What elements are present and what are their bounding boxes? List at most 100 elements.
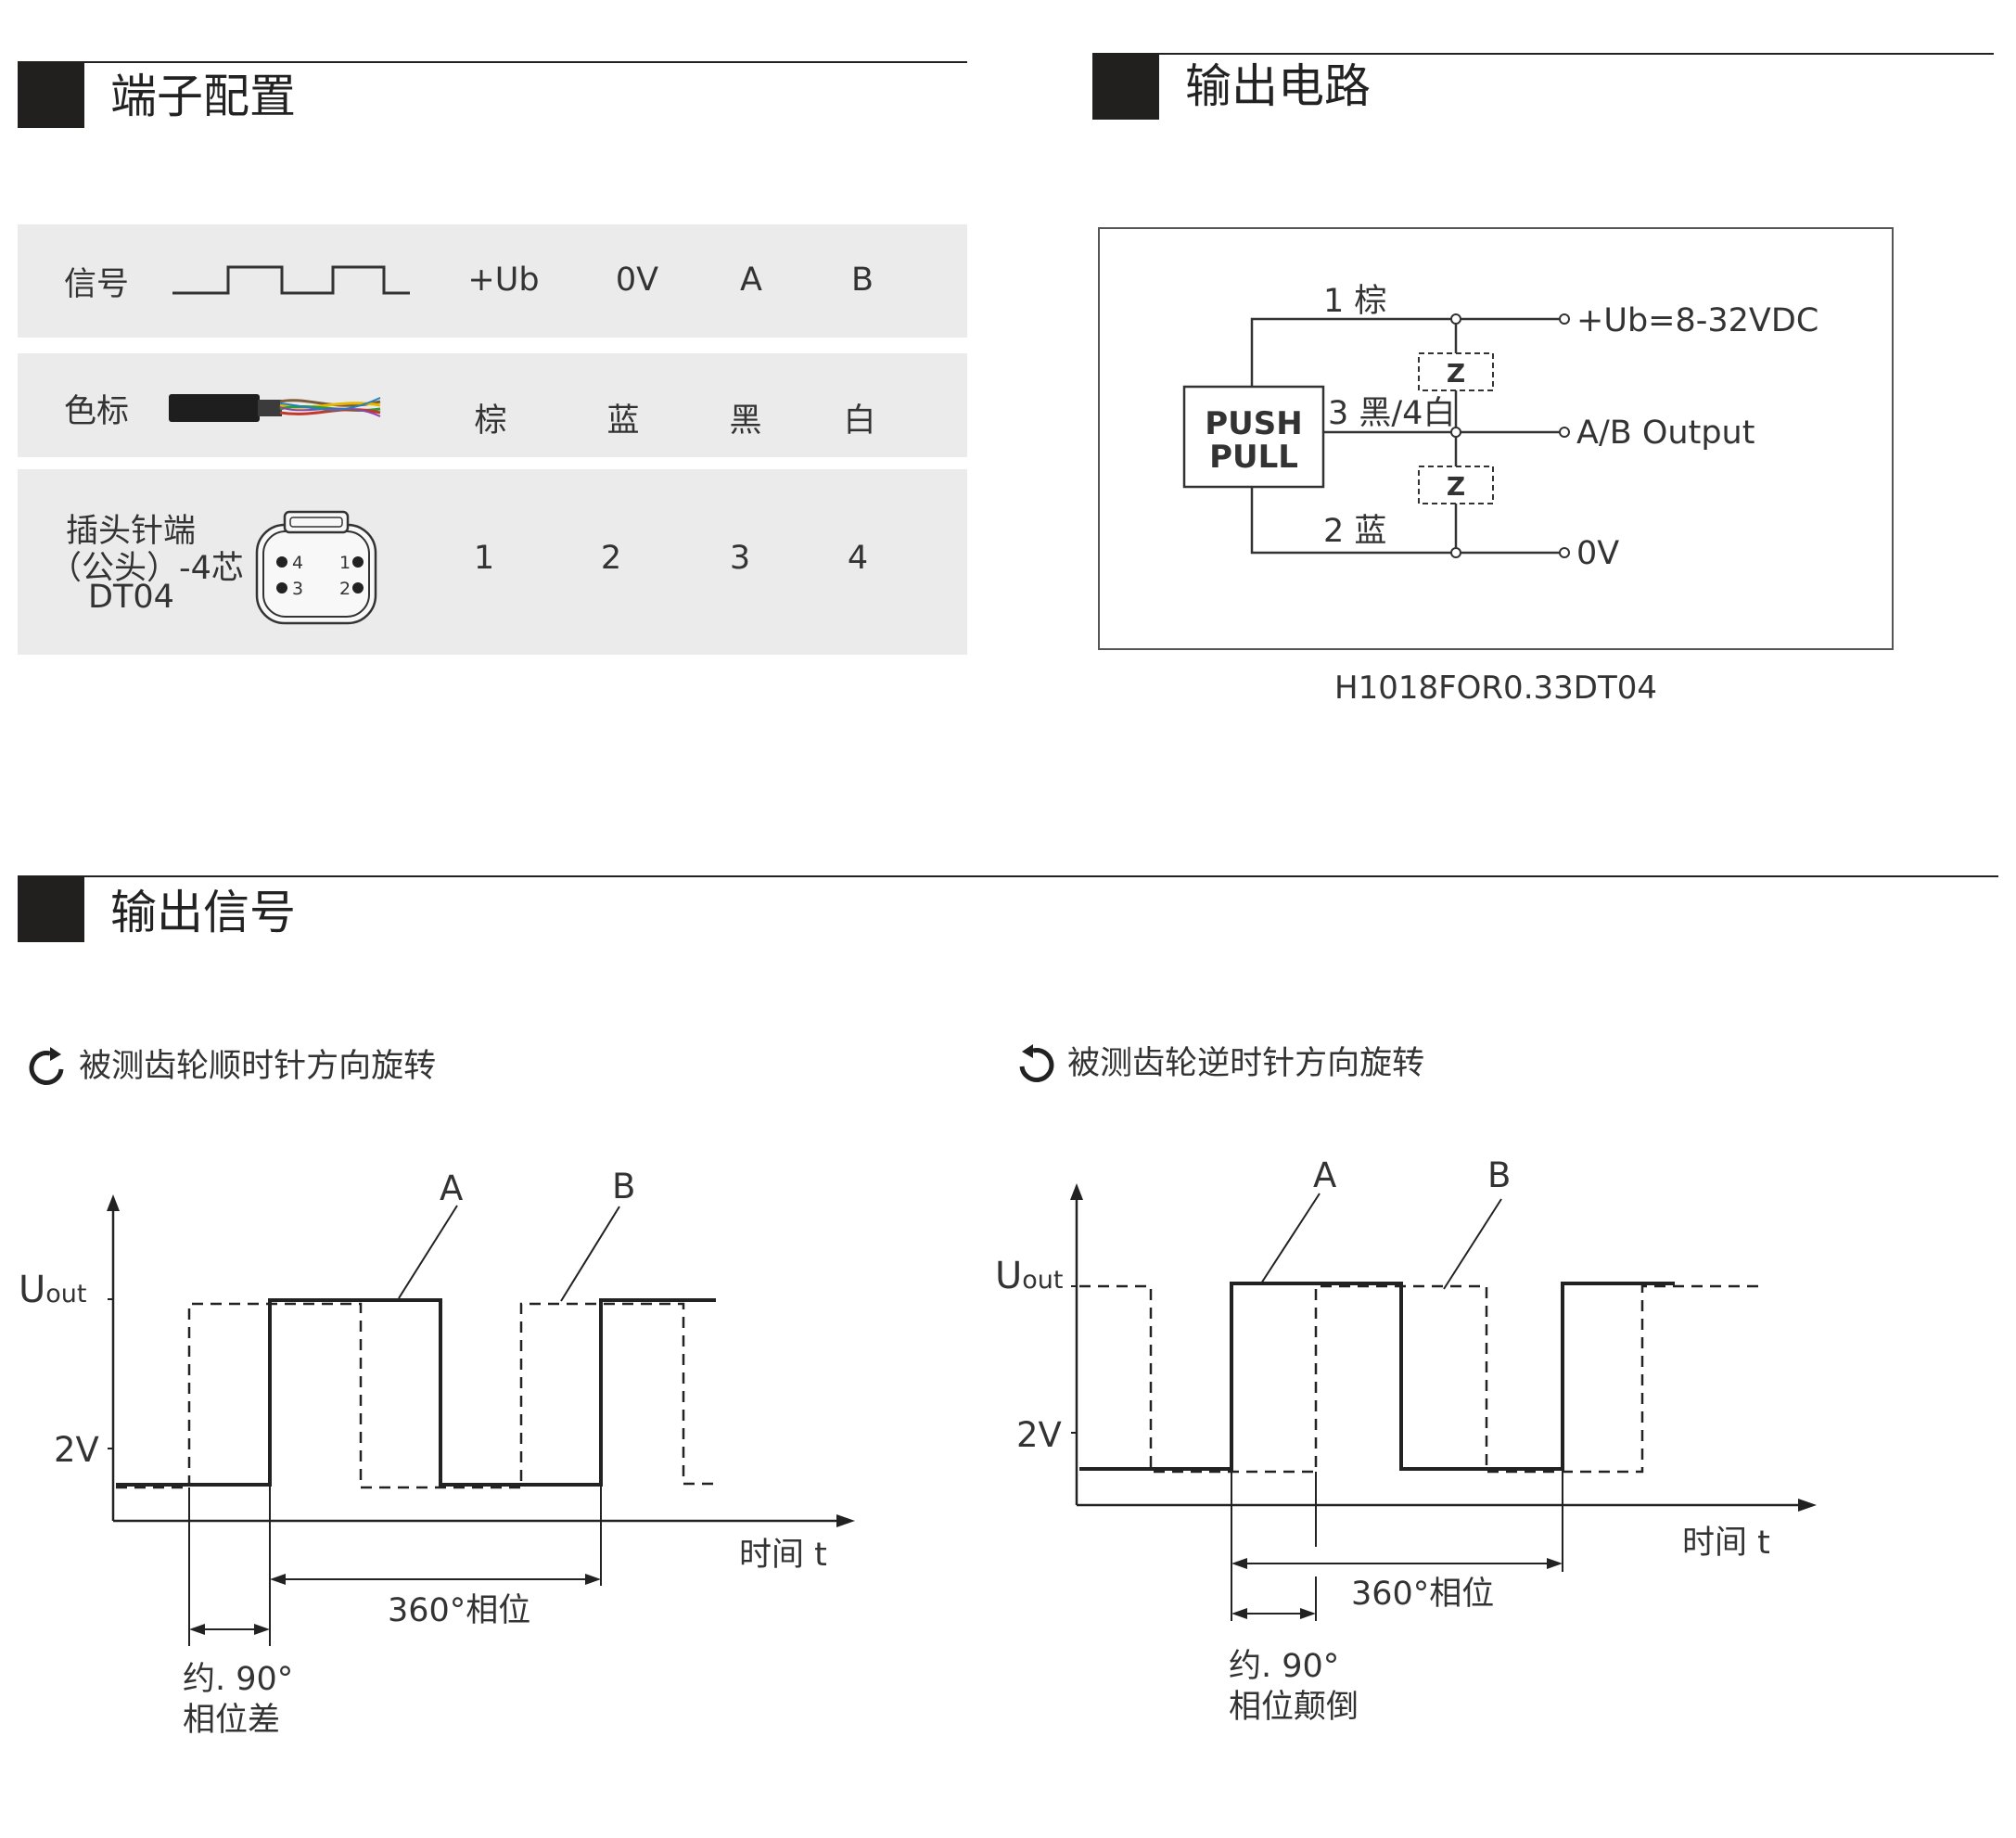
- leader-a: [1260, 1193, 1321, 1284]
- phase-360-label: 360°相位: [388, 1592, 530, 1629]
- terminal-dot-0v: [1559, 547, 1570, 558]
- series-label-b: B: [1487, 1155, 1511, 1195]
- junction-dot: [1450, 547, 1461, 558]
- dim-90-arrow-left: [1231, 1608, 1247, 1619]
- cell-pin-4: 4: [847, 540, 869, 577]
- push-pull-block: [1182, 385, 1325, 489]
- section-marker: [1092, 53, 1159, 120]
- y-label-sub: out: [45, 1280, 86, 1308]
- dim-360-arrow-left: [1231, 1558, 1247, 1569]
- zener-label-top: Z: [1447, 358, 1465, 389]
- dim-90-arrow-right: [254, 1624, 270, 1635]
- section-header-terminal: 端子配置: [18, 61, 967, 128]
- cable-icon: [169, 394, 381, 422]
- output-label-0v: 0V: [1576, 535, 1619, 572]
- y-axis-arrow: [107, 1194, 120, 1211]
- wire-label-3: 3 黑/4白: [1328, 395, 1455, 432]
- leader-b: [560, 1206, 620, 1302]
- section-marker: [18, 61, 84, 128]
- rotate-clockwise-icon: [29, 1047, 64, 1085]
- cell-pin-3: 3: [729, 540, 751, 577]
- rotate-counterclockwise-icon: [1019, 1044, 1054, 1082]
- cell-brown: 棕: [474, 402, 507, 440]
- table-row-pins: 插头针端 （公头）-4芯 DT04 4 1 3 2 1 2 3 4: [18, 469, 967, 655]
- cell-blue: 蓝: [606, 402, 640, 440]
- row-label: 信号: [64, 266, 130, 303]
- leader-a: [398, 1205, 458, 1299]
- row-label-line3: DT04: [88, 579, 174, 616]
- signal-b-dashed: [116, 1302, 720, 1489]
- cell-black: 黑: [729, 402, 762, 440]
- y-tick-2v: 2V: [1016, 1415, 1062, 1455]
- series-label-a: A: [440, 1168, 463, 1208]
- cell-pin-2: 2: [600, 540, 622, 577]
- section-rule: [84, 875, 1998, 877]
- y-tick-2v: 2V: [54, 1430, 99, 1470]
- junction-dot: [1450, 313, 1461, 325]
- section-rule: [84, 61, 967, 63]
- section-rule: [1159, 53, 1994, 55]
- phase-360-label: 360°相位: [1351, 1576, 1494, 1613]
- output-label-ub: +Ub=8-32VDC: [1576, 302, 1818, 339]
- block-label-pull: PULL: [1209, 439, 1298, 476]
- cell-b: B: [850, 262, 874, 299]
- y-label-main: U: [19, 1269, 45, 1311]
- phase-90-desc: 相位差: [183, 1702, 280, 1739]
- pin-label-2: 2: [339, 579, 351, 599]
- rotation-heading-cw: 被测齿轮顺时针方向旋转: [26, 1040, 436, 1088]
- signal-a-solid: [116, 1298, 716, 1487]
- model-caption: H1018FOR0.33DT04: [1334, 670, 1657, 707]
- wire-label-2: 2 蓝: [1323, 513, 1386, 550]
- x-axis-label: 时间 t: [1682, 1525, 1770, 1562]
- cell-pin-1: 1: [473, 540, 495, 577]
- series-label-a: A: [1313, 1155, 1336, 1195]
- signal-b-dashed: [1079, 1284, 1764, 1474]
- terminal-dot-ub: [1559, 313, 1570, 325]
- x-axis-arrow: [1798, 1499, 1817, 1512]
- output-label-ab: A/B Output: [1576, 415, 1754, 452]
- phase-90-label: 约. 90°: [1229, 1648, 1339, 1685]
- section-title: 端子配置: [110, 70, 296, 123]
- wire-label-1: 1 棕: [1323, 283, 1386, 320]
- terminal-dot-ab: [1559, 427, 1570, 438]
- y-label: Uout: [19, 1269, 87, 1311]
- y-axis-arrow: [1070, 1183, 1083, 1200]
- connector-dt04-icon: 4 1 3 2: [255, 510, 377, 625]
- table-row-signal: 信号 +Ub 0V A B: [18, 224, 967, 338]
- dim-90-arrow-left: [189, 1624, 205, 1635]
- y-label-sub: out: [1022, 1266, 1063, 1295]
- section-title: 输出信号: [110, 886, 296, 939]
- cell-ub: +Ub: [467, 262, 540, 299]
- row-label-line1: 插头针端: [66, 513, 197, 550]
- pulse-signal-icon: [172, 265, 410, 295]
- section-header-circuit: 输出电路: [1092, 53, 1994, 120]
- dim-360-arrow-right: [1547, 1558, 1563, 1569]
- leader-b: [1443, 1198, 1502, 1290]
- pin-label-1: 1: [339, 553, 351, 573]
- x-axis-arrow: [836, 1514, 855, 1527]
- y-label-main: U: [995, 1255, 1022, 1297]
- row-label: 色标: [64, 393, 130, 430]
- pin-label-4: 4: [292, 553, 303, 573]
- phase-90-label: 约. 90°: [183, 1661, 293, 1698]
- x-axis-label: 时间 t: [739, 1537, 827, 1574]
- row-label-line2: （公头）-4芯: [49, 550, 244, 587]
- rotation-heading-ccw: 被测齿轮逆时针方向旋转: [1014, 1037, 1424, 1085]
- dim-90-arrow-right: [1300, 1608, 1316, 1619]
- section-title: 输出电路: [1185, 59, 1371, 113]
- series-label-b: B: [612, 1167, 635, 1206]
- rotation-heading-text: 被测齿轮逆时针方向旋转: [1067, 1045, 1425, 1082]
- junction-dot: [1450, 427, 1461, 438]
- section-marker: [18, 875, 84, 942]
- zener-label-bottom: Z: [1447, 471, 1465, 502]
- signal-a-solid: [1079, 1282, 1675, 1471]
- cell-white: 白: [843, 402, 876, 440]
- table-row-color: 色标 棕 蓝 黑 白: [18, 353, 967, 457]
- zener-box-top: [1418, 352, 1494, 391]
- dim-360-arrow-left: [270, 1574, 286, 1585]
- rotation-heading-text: 被测齿轮顺时针方向旋转: [79, 1048, 437, 1085]
- y-label: Uout: [995, 1255, 1064, 1297]
- pin-label-3: 3: [292, 579, 303, 599]
